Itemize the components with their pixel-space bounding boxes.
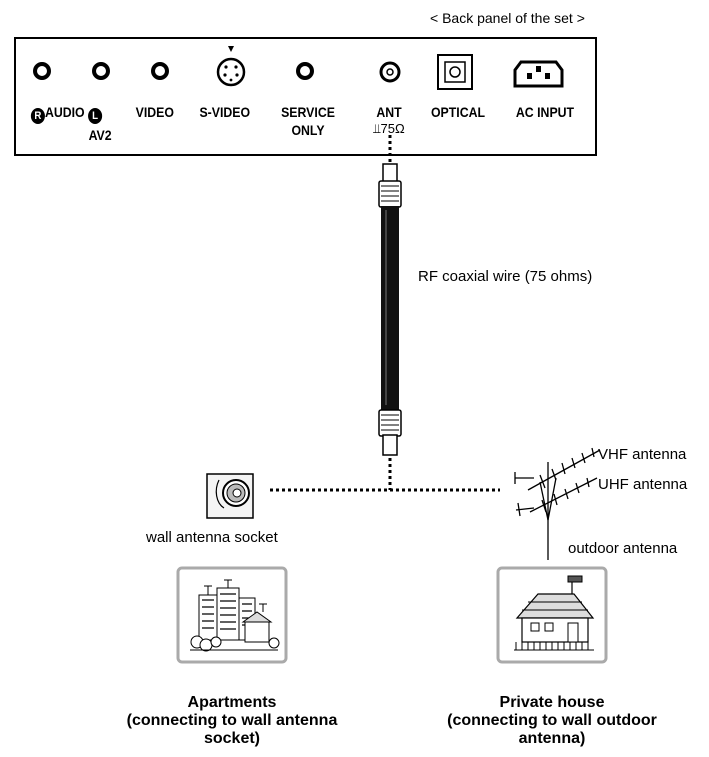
ant-label: ANT [376,104,402,120]
outdoor-antenna-label: outdoor antenna [568,540,678,557]
ac-input-label: AC INPUT [515,104,575,120]
house-caption-line1: Private house [499,694,605,711]
apartments-caption: Apartments (connecting to wall antenna s… [82,694,382,748]
apartments-caption-line3: socket) [203,730,261,747]
apartments-caption-line1: Apartments [187,694,277,711]
apartments-caption-line2: (connecting to wall antenna [126,712,338,729]
rf-coaxial-cable [378,163,402,456]
video-label: VIDEO [135,104,174,120]
coax-cable-label: RF coaxial wire (75 ohms) [418,268,593,285]
ant-impedance-label: ⫫75Ω [373,121,405,136]
private-house-illustration [496,566,608,664]
audio-l-jack [92,62,110,80]
audio-label: AUDIO [44,104,85,120]
svideo-jack [216,46,246,87]
ant-jack [379,61,401,83]
audio-l-badge: L [88,108,103,124]
wall-socket-label: wall antenna socket [146,529,278,546]
house-caption: Private house (connecting to wall outdoo… [402,694,702,748]
house-caption-line2: (connecting to wall outdoor [447,712,657,729]
video-jack [151,62,169,80]
audio-r-jack [33,62,51,80]
uhf-antenna-label: UHF antenna [598,476,688,493]
svideo-label: S-VIDEO [199,104,251,120]
tv-back-panel [14,37,597,156]
audio-r-badge: R [30,108,45,124]
av2-label: AV2 [88,127,112,143]
ac-input-socket [513,60,564,88]
wall-socket-icon [206,473,254,519]
outdoor-antenna-icon [514,447,601,560]
house-caption-line3: antenna) [518,730,586,747]
apartments-illustration [176,566,288,664]
service-jack [296,62,314,80]
optical-jack [437,54,473,90]
panel-caption: < Back panel of the set > [430,10,585,26]
optical-label: OPTICAL [430,104,486,120]
vhf-antenna-label: VHF antenna [598,446,687,463]
service-label-line1: SERVICE [281,104,335,120]
service-label-line2: ONLY [291,122,325,138]
